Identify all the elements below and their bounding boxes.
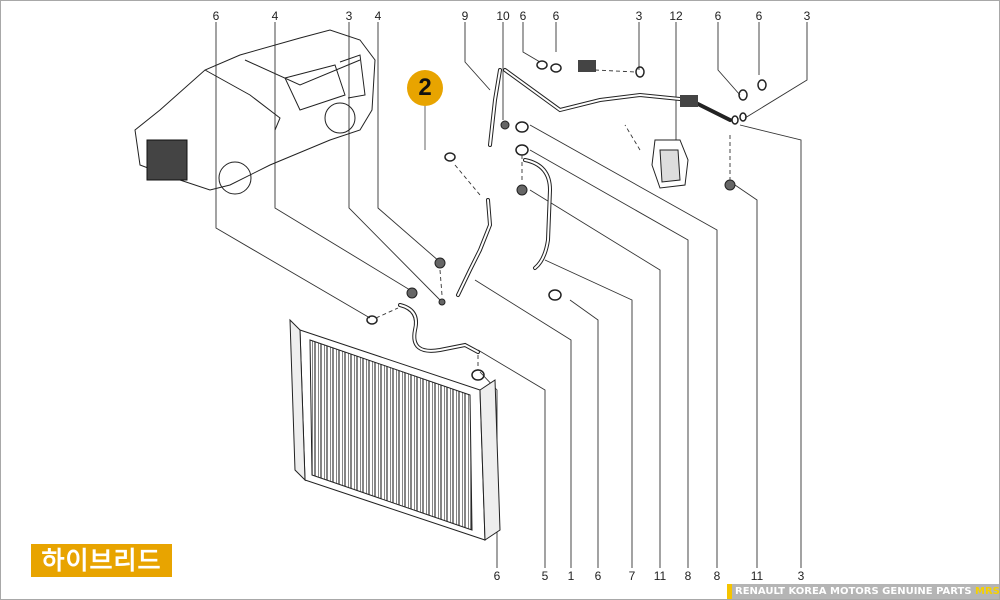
- radiator-condenser-module: [289, 318, 501, 541]
- callout-top-4b: 4: [374, 9, 382, 23]
- callout-top-4a: 4: [271, 9, 279, 23]
- leader-line: [522, 22, 541, 63]
- callout-top-9: 9: [461, 9, 469, 23]
- callout-bottom-6a: 6: [493, 569, 501, 583]
- leader-line: [477, 349, 546, 568]
- leader-line: [569, 299, 599, 568]
- leader-line: [529, 189, 661, 568]
- callout-bottom-7: 7: [628, 569, 636, 583]
- leader-line: [215, 22, 371, 319]
- leader-line: [474, 279, 572, 568]
- footer-watermark: RENAULT KOREA MOTORS GENUINE PARTS MRSZO…: [727, 584, 999, 599]
- vehicle-overview: [134, 29, 376, 195]
- callout-bottom-11b: 11: [750, 569, 764, 583]
- badge-leader-line: [424, 106, 426, 150]
- leader-line: [377, 22, 441, 263]
- expansion-valve-block: [651, 139, 689, 189]
- callout-bottom-11a: 11: [653, 569, 667, 583]
- leader-line: [529, 124, 718, 568]
- leader-line: [744, 22, 808, 119]
- callout-bottom-5: 5: [541, 569, 549, 583]
- callout-top-10: 10: [496, 9, 510, 23]
- callout-bottom-8b: 8: [713, 569, 721, 583]
- callout-top-3c: 3: [803, 9, 811, 23]
- callout-top-6e: 6: [755, 9, 763, 23]
- leader-line: [348, 22, 441, 301]
- variant-label-hybrid: 하이브리드: [31, 544, 172, 577]
- leader-line: [274, 22, 411, 291]
- leader-line: [739, 124, 802, 568]
- leader-line: [734, 184, 758, 568]
- callout-top-3a: 3: [345, 9, 353, 23]
- callout-top-3b: 3: [635, 9, 643, 23]
- leader-line: [464, 22, 491, 91]
- footer-text: RENAULT KOREA MOTORS GENUINE PARTS: [735, 586, 972, 597]
- callout-top-6d: 6: [714, 9, 722, 23]
- callout-bottom-3: 3: [797, 569, 805, 583]
- leader-line: [529, 149, 689, 568]
- footer-brand: MRSZONE: [975, 586, 999, 597]
- leader-line: [544, 259, 633, 568]
- leader-line: [717, 22, 741, 96]
- callout-top-6b: 6: [519, 9, 527, 23]
- part-group-badge: 2: [407, 70, 443, 106]
- ac-pipe-high-pressure: [456, 198, 493, 297]
- callout-top-6a: 6: [212, 9, 220, 23]
- callout-bottom-1: 1: [567, 569, 575, 583]
- callout-top-12: 12: [669, 9, 683, 23]
- callout-bottom-8a: 8: [684, 569, 692, 583]
- nut: [406, 120, 736, 306]
- callout-bottom-6b: 6: [594, 569, 602, 583]
- pipe-bracket: [578, 60, 596, 72]
- callout-top-6c: 6: [552, 9, 560, 23]
- pipe-bracket: [680, 95, 698, 107]
